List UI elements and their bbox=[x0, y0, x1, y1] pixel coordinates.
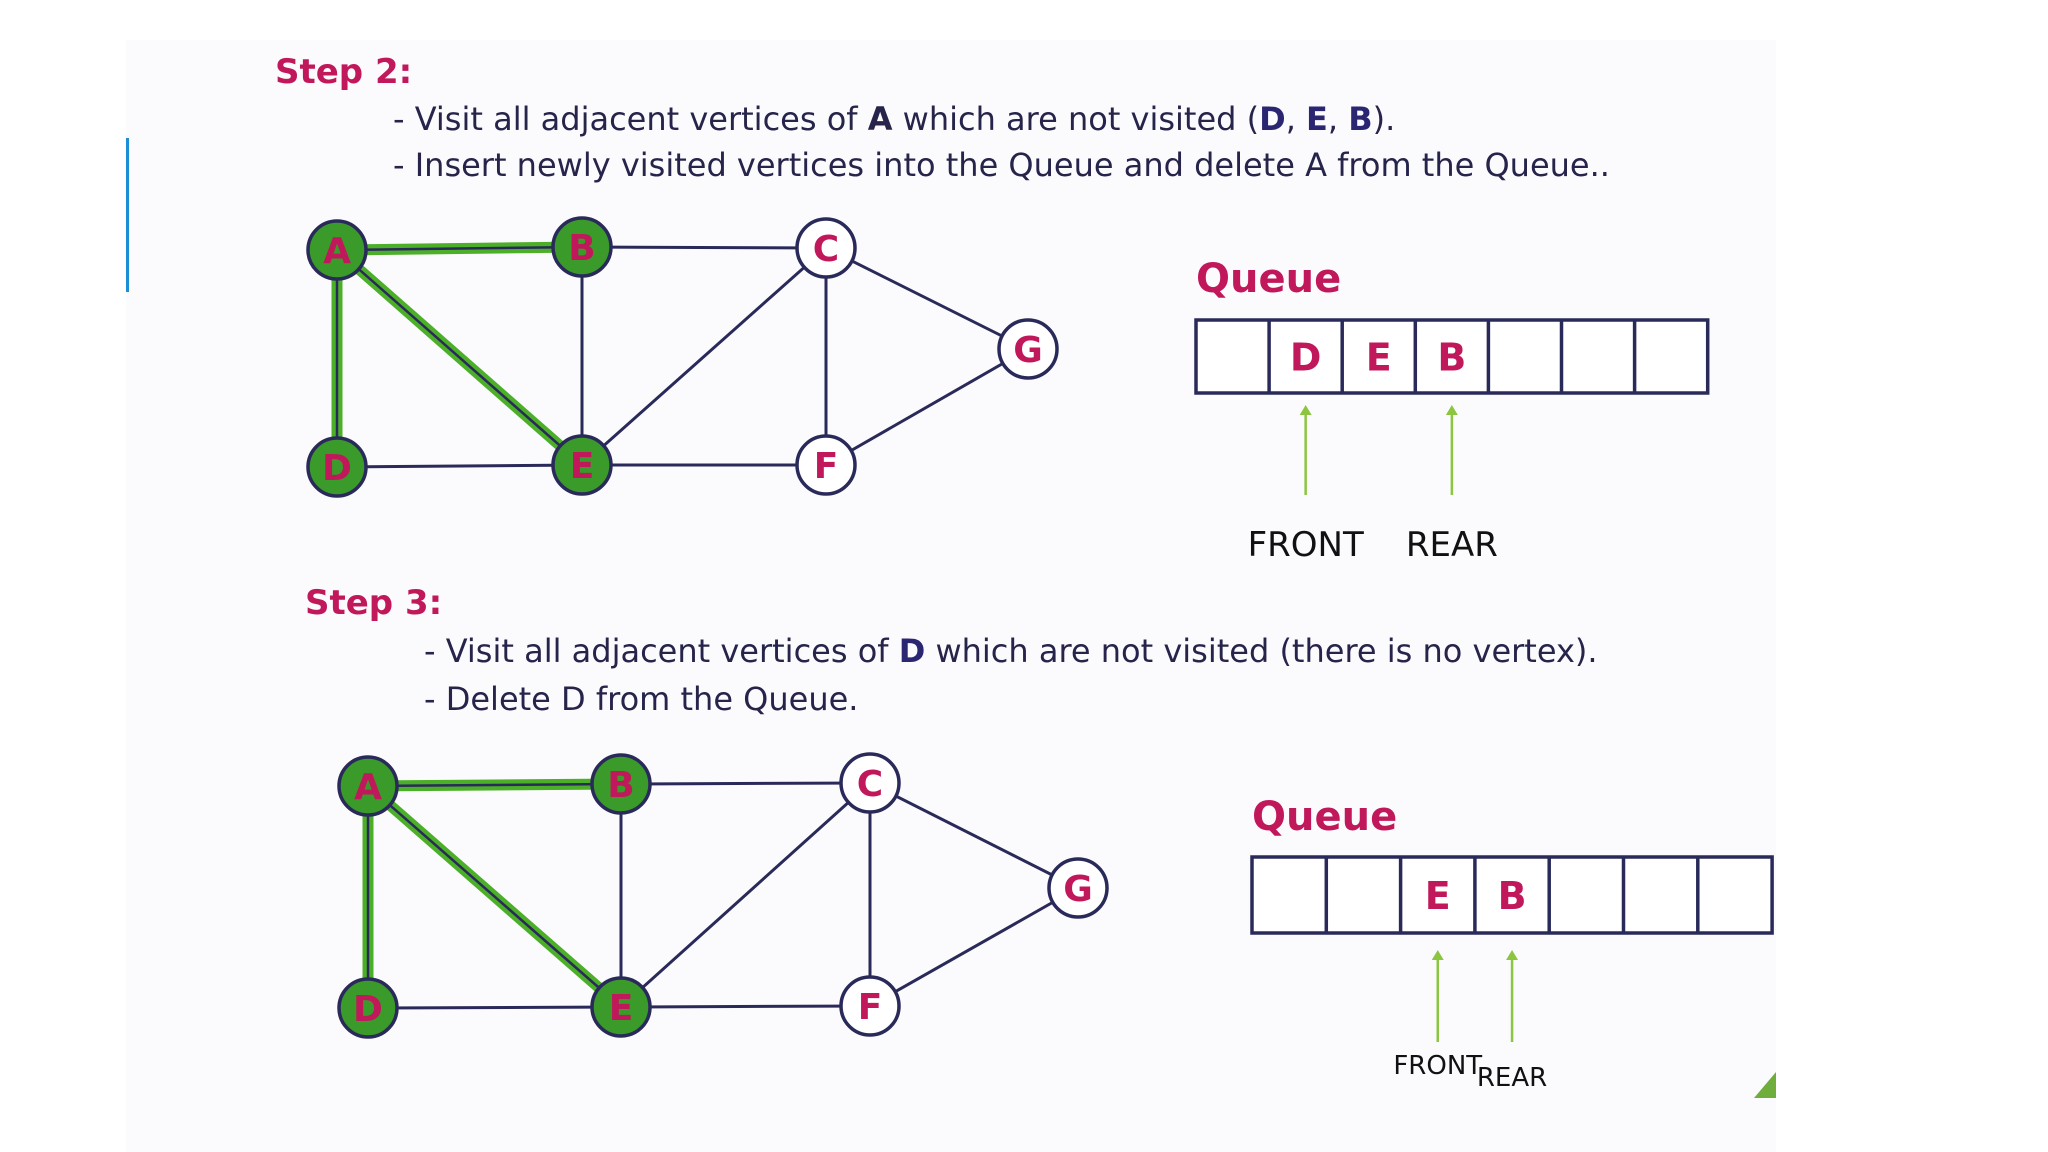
edge-D-E bbox=[336, 463, 583, 469]
edge-E-C bbox=[581, 246, 827, 467]
edge-B-C bbox=[620, 781, 871, 786]
vertex-C-label: C bbox=[857, 764, 883, 805]
vertex-D: D bbox=[306, 436, 368, 498]
vertex-B-label: B bbox=[607, 765, 634, 806]
vertex-E: E bbox=[590, 976, 652, 1038]
vertex-D: D bbox=[337, 977, 399, 1039]
vertex-A: A bbox=[337, 755, 399, 817]
edge-D-E bbox=[367, 1005, 622, 1010]
vertex-G-label: G bbox=[1063, 869, 1093, 910]
vertex-B: B bbox=[551, 216, 613, 278]
vertex-C: C bbox=[839, 752, 901, 814]
edge-C-G bbox=[869, 781, 1079, 890]
step-3-line-2: - Delete D from the Queue. bbox=[424, 680, 859, 718]
queue-cell-1: D bbox=[1290, 336, 1322, 380]
vertex-F: F bbox=[795, 434, 857, 496]
vertex-G: G bbox=[1047, 857, 1109, 919]
edge-E-C bbox=[619, 781, 872, 1009]
queue-cell-2: E bbox=[1366, 336, 1392, 380]
vertex-F-label: F bbox=[858, 987, 883, 1028]
edge-A-B bbox=[336, 245, 583, 252]
front-arrowhead-icon bbox=[1299, 405, 1312, 415]
vertex-B-label: B bbox=[568, 228, 595, 269]
queue-cell-3: B bbox=[1498, 874, 1527, 918]
front-label: FRONT bbox=[1393, 1051, 1482, 1081]
step-2-line-2: - Insert newly visited vertices into the… bbox=[393, 146, 1610, 184]
vertex-A-label: A bbox=[323, 231, 351, 272]
edge-C-G bbox=[825, 246, 1029, 351]
vertex-A-label: A bbox=[354, 767, 382, 808]
vertex-F: F bbox=[839, 975, 901, 1037]
vertex-D-label: D bbox=[353, 989, 383, 1030]
rear-label: REAR bbox=[1406, 525, 1498, 565]
edge-B-C bbox=[581, 245, 827, 250]
queue-cell-2: E bbox=[1425, 874, 1451, 918]
slide-panel bbox=[126, 40, 1776, 1152]
corner-triangle-icon bbox=[1754, 1072, 1776, 1098]
front-label: FRONT bbox=[1248, 525, 1364, 565]
rear-label: REAR bbox=[1477, 1063, 1547, 1093]
vertex-G-label: G bbox=[1013, 330, 1043, 371]
queue-title: Queue bbox=[1252, 794, 1397, 840]
vertex-B: B bbox=[590, 753, 652, 815]
edge-F-G bbox=[869, 886, 1079, 1008]
vertex-G: G bbox=[997, 318, 1059, 380]
queue-box bbox=[1250, 855, 1774, 935]
rear-arrowhead-icon bbox=[1506, 950, 1519, 960]
vertex-E-label: E bbox=[570, 446, 595, 487]
accent-bar bbox=[126, 138, 129, 292]
step-2-heading: Step 2: bbox=[275, 52, 413, 92]
step-3-heading: Step 3: bbox=[305, 583, 443, 623]
vertex-E-label: E bbox=[609, 988, 634, 1029]
vertex-F-label: F bbox=[814, 446, 839, 487]
vertex-A: A bbox=[306, 219, 368, 281]
edge-F-G bbox=[825, 347, 1029, 467]
rear-arrowhead-icon bbox=[1445, 405, 1458, 415]
edge-A-E bbox=[367, 785, 622, 1008]
queue-box bbox=[1194, 318, 1710, 395]
vertex-C-label: C bbox=[813, 229, 839, 270]
queue-title: Queue bbox=[1196, 256, 1341, 302]
edge-A-E bbox=[336, 249, 583, 466]
edge-A-B bbox=[367, 782, 622, 788]
vertex-E: E bbox=[551, 434, 613, 496]
vertex-D-label: D bbox=[322, 448, 352, 489]
edge-E-F bbox=[620, 1004, 871, 1009]
front-arrowhead-icon bbox=[1431, 950, 1444, 960]
step-2-line-1: - Visit all adjacent vertices of A which… bbox=[393, 100, 1396, 138]
vertex-C: C bbox=[795, 217, 857, 279]
queue-cell-3: B bbox=[1437, 336, 1466, 380]
step-3-line-1: - Visit all adjacent vertices of D which… bbox=[424, 632, 1598, 670]
